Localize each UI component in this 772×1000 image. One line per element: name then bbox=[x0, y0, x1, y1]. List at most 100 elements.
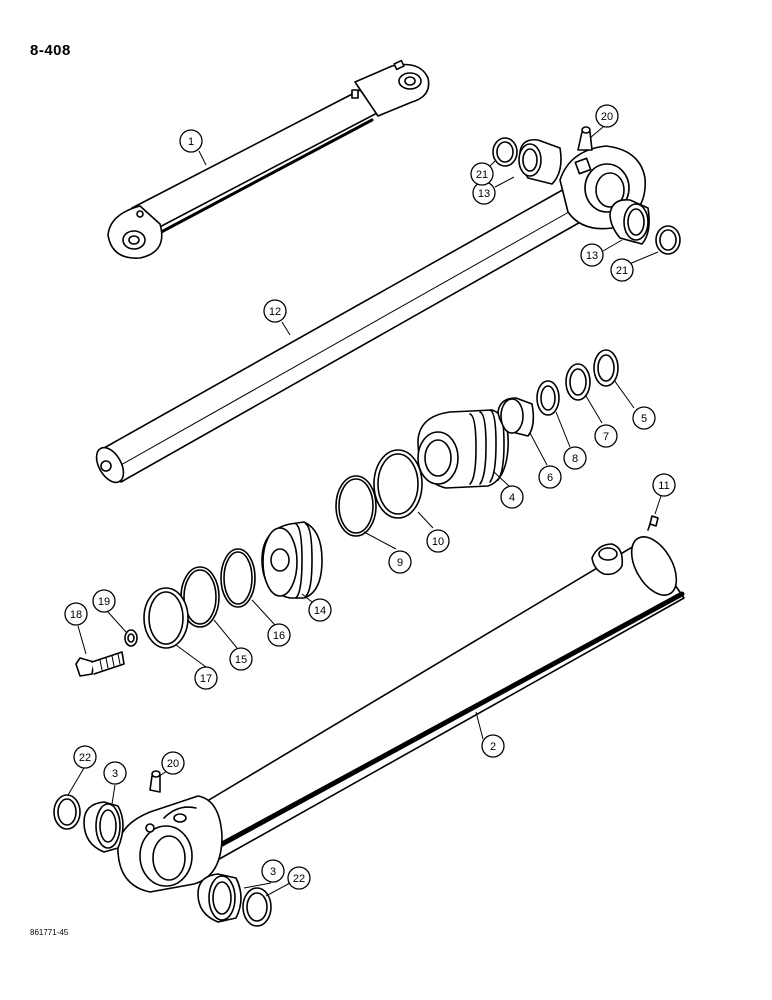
callout-label: 5 bbox=[641, 413, 647, 425]
callout-label: 13 bbox=[478, 188, 490, 200]
callout-label: 20 bbox=[601, 111, 613, 123]
callout-circle bbox=[580, 243, 604, 267]
callout-circle bbox=[287, 866, 311, 890]
callout-circle bbox=[610, 258, 634, 282]
callout-20: 20 bbox=[595, 104, 619, 128]
callout-label: 2 bbox=[490, 741, 496, 753]
piston-rod-drawing bbox=[95, 145, 646, 484]
callout-circle bbox=[261, 859, 285, 883]
callout-label: 11 bbox=[658, 480, 669, 492]
callout-9: 9 bbox=[388, 550, 412, 574]
seal-ring-8 bbox=[536, 380, 560, 416]
washer-drawing bbox=[124, 629, 138, 647]
callout-label: 15 bbox=[235, 654, 247, 666]
callout-circle bbox=[388, 550, 412, 574]
cylinder-barrel-drawing bbox=[117, 536, 685, 893]
callout-10: 10 bbox=[426, 529, 450, 553]
callout-label: 16 bbox=[273, 630, 285, 642]
piston-seal-17 bbox=[143, 587, 189, 649]
callout-circle bbox=[594, 424, 618, 448]
callout-circle bbox=[308, 598, 332, 622]
callout-circle bbox=[267, 623, 291, 647]
callout-label: 14 bbox=[314, 605, 326, 617]
callout-circle bbox=[563, 446, 587, 470]
callout-12: 12 bbox=[263, 299, 287, 323]
rod-end-bushing-set-left bbox=[492, 137, 562, 185]
dust-seal-lower-right bbox=[242, 887, 272, 927]
callout-circle bbox=[179, 129, 203, 153]
callout-13: 13 bbox=[580, 243, 604, 267]
callout-circle bbox=[92, 589, 116, 613]
callout-circle bbox=[73, 745, 97, 769]
backup-ring-10 bbox=[373, 449, 423, 519]
callout-circle bbox=[229, 647, 253, 671]
callout-circle bbox=[481, 734, 505, 758]
piston-drawing bbox=[261, 521, 323, 599]
callout-circle bbox=[595, 104, 619, 128]
barrel-bushing-lower-left bbox=[83, 801, 124, 853]
callout-label: 12 bbox=[269, 306, 281, 318]
callout-2: 2 bbox=[481, 734, 505, 758]
callout-label: 17 bbox=[200, 673, 212, 685]
callout-6: 6 bbox=[538, 465, 562, 489]
callout-label: 9 bbox=[397, 557, 403, 569]
callout-11: 11 bbox=[652, 473, 676, 497]
callout-label: 18 bbox=[70, 609, 82, 621]
wear-ring-16 bbox=[220, 548, 256, 608]
cylinder-assembly-drawing bbox=[107, 59, 430, 259]
callout-circle bbox=[64, 602, 88, 626]
seal-ring-5 bbox=[593, 349, 619, 387]
callout-22: 22 bbox=[73, 745, 97, 769]
seal-ring-7 bbox=[565, 363, 591, 401]
callout-circle bbox=[161, 751, 185, 775]
callout-label: 21 bbox=[476, 169, 488, 181]
gland-bushing-drawing bbox=[497, 397, 535, 437]
callout-label: 7 bbox=[603, 431, 609, 443]
callout-label: 10 bbox=[432, 536, 444, 548]
callout-circle bbox=[632, 406, 656, 430]
callout-circle bbox=[652, 473, 676, 497]
callout-3: 3 bbox=[103, 761, 127, 785]
callout-circle bbox=[500, 485, 524, 509]
callout-20: 20 bbox=[161, 751, 185, 775]
callout-17: 17 bbox=[194, 666, 218, 690]
rod-end-bushing-set-right bbox=[609, 198, 681, 255]
callout-5: 5 bbox=[632, 406, 656, 430]
callout-label: 22 bbox=[293, 873, 305, 885]
callout-21: 21 bbox=[470, 162, 494, 186]
leader-lines bbox=[67, 126, 662, 897]
callout-7: 7 bbox=[594, 424, 618, 448]
callout-4: 4 bbox=[500, 485, 524, 509]
callout-14: 14 bbox=[308, 598, 332, 622]
callout-22: 22 bbox=[287, 866, 311, 890]
callout-circle bbox=[470, 162, 494, 186]
callout-13: 13 bbox=[472, 181, 496, 205]
callout-label: 21 bbox=[616, 265, 628, 277]
plug-drawing bbox=[647, 515, 659, 531]
callout-label: 1 bbox=[188, 136, 194, 148]
callout-circle bbox=[538, 465, 562, 489]
callout-circle bbox=[263, 299, 287, 323]
callout-label: 3 bbox=[112, 768, 118, 780]
callout-8: 8 bbox=[563, 446, 587, 470]
barrel-bushing-lower-right bbox=[197, 873, 242, 923]
callout-1: 1 bbox=[179, 129, 203, 153]
callout-18: 18 bbox=[64, 602, 88, 626]
callout-label: 6 bbox=[547, 472, 553, 484]
bolt-drawing bbox=[75, 651, 125, 677]
callout-label: 13 bbox=[586, 250, 598, 262]
callout-label: 22 bbox=[79, 752, 91, 764]
wear-ring-15 bbox=[180, 566, 220, 628]
callout-circle bbox=[103, 761, 127, 785]
grease-fitting-upper bbox=[577, 126, 593, 151]
callout-19: 19 bbox=[92, 589, 116, 613]
callout-label: 3 bbox=[270, 866, 276, 878]
callout-circle bbox=[194, 666, 218, 690]
callout-16: 16 bbox=[267, 623, 291, 647]
page-number: 8-408 bbox=[30, 42, 71, 59]
callout-label: 19 bbox=[98, 596, 110, 608]
callout-label: 8 bbox=[572, 453, 578, 465]
callout-circle bbox=[426, 529, 450, 553]
callout-label: 4 bbox=[509, 492, 515, 504]
